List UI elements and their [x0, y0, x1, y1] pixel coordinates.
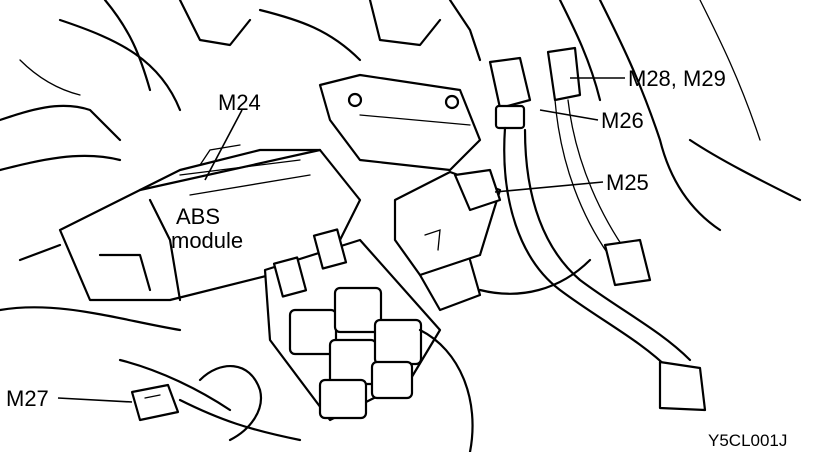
connector-m25 — [393, 168, 502, 312]
wire-harness — [118, 99, 707, 452]
figure-code: Y5CL001J — [708, 431, 787, 450]
leader-m26 — [539, 109, 599, 121]
mounting-bracket — [318, 73, 482, 172]
connector-m27 — [130, 383, 180, 422]
label-m27: M27 — [6, 386, 49, 411]
label-m26: M26 — [601, 108, 644, 133]
leader-m25 — [494, 181, 604, 193]
leader-m24 — [204, 109, 243, 181]
label-m25: M25 — [606, 170, 649, 195]
label-abs: ABS — [176, 204, 220, 229]
callout-leaders — [57, 77, 625, 403]
label-m24: M24 — [218, 90, 261, 115]
connectors-m28-m29 — [488, 46, 582, 130]
label-module: module — [171, 228, 243, 253]
label-m28-m29: M28, M29 — [628, 66, 726, 91]
steering-column-drawing — [0, 0, 802, 232]
leader-m27 — [57, 397, 133, 403]
relay-block — [263, 228, 442, 422]
